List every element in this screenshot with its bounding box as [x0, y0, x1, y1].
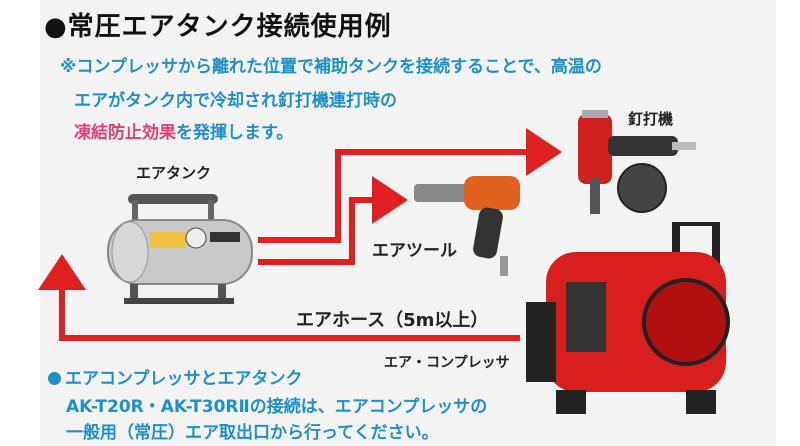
note-line-1: ※コンプレッサから離れた位置で補助タンクを接続することで、高温の: [60, 57, 602, 77]
footer-line-3: 一般用（常圧）エア取出口から行ってください。: [66, 423, 439, 443]
hose-tank-to-nailer: [258, 128, 562, 243]
note-highlight: 凍結防止効果: [74, 123, 176, 143]
footer-heading: エアコンプレッサとエアタンク: [48, 364, 303, 389]
air-tool-image: [414, 176, 520, 276]
bullet-icon: [48, 372, 61, 385]
hose-compressor-to-tank: [38, 254, 520, 341]
note-line-2: エアがタンク内で冷却され釘打機連打時の: [74, 91, 397, 111]
compressor-image: [526, 222, 730, 414]
page-title: ●常圧エアタンク接続使用例: [44, 12, 392, 42]
footer-line-2: AK-T20R・AK-T30RⅡの接続は、エアコンプレッサの: [66, 397, 488, 417]
label-compressor: エア・コンプレッサ: [384, 355, 510, 371]
label-air-tank: エアタンク: [136, 164, 212, 182]
note-line-3-rest: を発揮します。: [176, 123, 294, 143]
note-line-3: 凍結防止効果を発揮します。: [74, 118, 293, 143]
hose-tank-to-air-tool: [258, 176, 408, 265]
label-hose: エアホース（5m以上）: [296, 310, 489, 331]
nailer-image: [578, 110, 696, 214]
label-air-tool: エアツール: [372, 241, 457, 261]
label-nailer: 釘打機: [628, 110, 674, 128]
air-tank-image: [107, 194, 253, 304]
footer-heading-text: エアコンプレッサとエアタンク: [65, 369, 303, 389]
